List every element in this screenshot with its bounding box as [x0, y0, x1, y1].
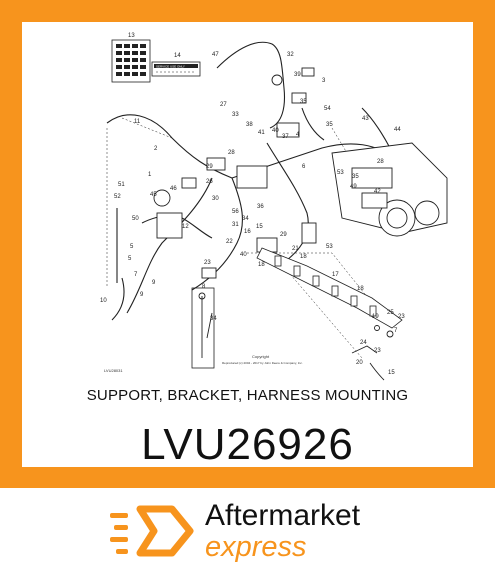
- callout: 32: [287, 52, 294, 58]
- callout: 15: [256, 224, 263, 230]
- callout: 47: [212, 52, 219, 58]
- figure-id: LVU28031: [104, 368, 123, 373]
- callout: 4: [296, 132, 300, 138]
- product-card: SERVICE USE ONLY: [22, 22, 473, 469]
- product-frame: SERVICE USE ONLY: [0, 0, 495, 488]
- callout: 22: [226, 239, 233, 245]
- small-parts: [191, 287, 394, 381]
- callout: 21: [292, 246, 299, 252]
- callout: 26: [206, 179, 213, 185]
- callout: 1: [148, 172, 152, 178]
- callout: 23: [204, 260, 211, 266]
- callout: 6: [302, 164, 306, 170]
- callout: 35: [352, 174, 359, 180]
- callout: 42: [374, 189, 381, 195]
- callout: 46: [170, 186, 177, 192]
- callout: 2: [154, 146, 158, 152]
- callout-numbers: 13 14 47 32 39 3 11 27 33 38 35 54 43 41…: [100, 33, 405, 376]
- callout: 49: [350, 184, 357, 190]
- callout: 25: [387, 310, 394, 316]
- callout: 3: [322, 78, 326, 84]
- part-title: SUPPORT, BRACKET, HARNESS MOUNTING: [86, 387, 409, 404]
- callout: 18: [258, 262, 265, 268]
- copyright-line-2: Reproduced (c) 2004 - 2017 by John Deere…: [222, 361, 303, 365]
- callout: 18: [300, 254, 307, 260]
- center-components: [153, 67, 317, 279]
- callout: 35: [326, 122, 333, 128]
- callout: 56: [232, 209, 239, 215]
- callout: 43: [362, 116, 369, 122]
- part-number: LVU26926: [141, 420, 354, 469]
- callout: 17: [332, 272, 339, 278]
- callout: 5: [128, 256, 132, 262]
- callout: 54: [324, 106, 331, 112]
- decal-label: SERVICE USE ONLY: [156, 65, 185, 69]
- harness-bracket-strip: [256, 247, 403, 329]
- callout: 53: [326, 244, 333, 250]
- callout: 7: [394, 328, 398, 334]
- callout: 7: [134, 272, 138, 278]
- callout: 40: [240, 252, 247, 258]
- service-decal: SERVICE USE ONLY: [151, 61, 201, 77]
- callout: 44: [394, 127, 401, 133]
- callout: 12: [182, 224, 189, 230]
- callout: 16: [244, 229, 251, 235]
- brand-name-top: Aftermarket: [205, 499, 361, 532]
- engine-block: [331, 142, 448, 237]
- callout: 28: [228, 150, 235, 156]
- callout: 33: [232, 112, 239, 118]
- callout: 39: [294, 72, 301, 78]
- callout: 19: [372, 314, 379, 320]
- callout: 38: [246, 122, 253, 128]
- brand-footer: Aftermarket express: [0, 488, 495, 575]
- callout: 41: [258, 130, 265, 136]
- callout: 34: [242, 216, 249, 222]
- callout: 5: [130, 244, 134, 250]
- callout: 45: [150, 192, 157, 198]
- brand-name-bottom: express: [205, 531, 307, 563]
- callout: 52: [114, 194, 121, 200]
- callout: 29: [206, 164, 213, 170]
- callout: 51: [118, 182, 125, 188]
- wiring-harness-diagram: SERVICE USE ONLY: [100, 33, 448, 381]
- callout: 36: [257, 204, 264, 210]
- callout: 50: [132, 216, 139, 222]
- callout: 8: [202, 284, 206, 290]
- copyright-line-1: Copyright: [252, 354, 270, 359]
- aftermarket-express-logo-icon: [110, 505, 194, 557]
- callout: 9: [152, 280, 156, 286]
- callout: 24: [360, 340, 367, 346]
- callout: 15: [388, 370, 395, 376]
- callout: 10: [100, 298, 107, 304]
- callout: 40: [272, 128, 279, 134]
- callout: 23: [398, 314, 405, 320]
- callout: 11: [134, 119, 141, 125]
- callout: 31: [232, 222, 239, 228]
- callout: 34: [210, 316, 217, 322]
- fuse-box-decal: [111, 39, 151, 83]
- callout: 27: [220, 102, 227, 108]
- callout: 13: [128, 33, 135, 39]
- callout: 9: [140, 292, 144, 298]
- callout: 35: [300, 99, 307, 105]
- callout: 14: [174, 53, 181, 59]
- callout: 53: [337, 170, 344, 176]
- callout: 29: [280, 232, 287, 238]
- callout: 30: [212, 196, 219, 202]
- callout: 20: [356, 360, 363, 366]
- callout: 37: [282, 134, 289, 140]
- callout: 18: [357, 286, 364, 292]
- callout: 23: [374, 348, 381, 354]
- callout: 28: [377, 159, 384, 165]
